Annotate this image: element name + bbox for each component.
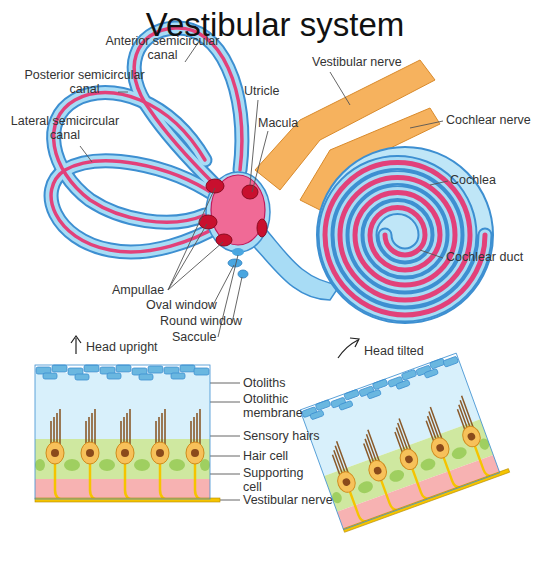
part-label: Ampullae [112,283,164,297]
diagram-title: Vestibular system [0,6,550,44]
part-label: Posterior semicircular canal [22,68,147,96]
part-label: Lateral semicircular canal [6,114,124,142]
part-label: Cochlear nerve [446,113,531,127]
part-label: Anterior semicircular canal [100,34,225,62]
part-label: Vestibular nerve [243,493,333,507]
part-label: Vestibular nerve [312,55,402,69]
part-label: Otolithic membrane [243,392,318,420]
part-label: Hair cell [243,449,288,463]
part-label: Round window [160,314,242,328]
part-label: Sensory hairs [243,429,319,443]
part-label: Macula [258,116,298,130]
part-label: Oval window [146,298,217,312]
part-label: Head tilted [364,344,424,358]
part-label: Cochlear duct [446,250,523,264]
part-label: Saccule [172,330,216,344]
part-label: Supporting cell [243,466,315,494]
part-label: Utricle [244,84,279,98]
part-label: Cochlea [450,173,496,187]
part-label: Otoliths [243,376,285,390]
part-label: Head upright [86,340,158,354]
